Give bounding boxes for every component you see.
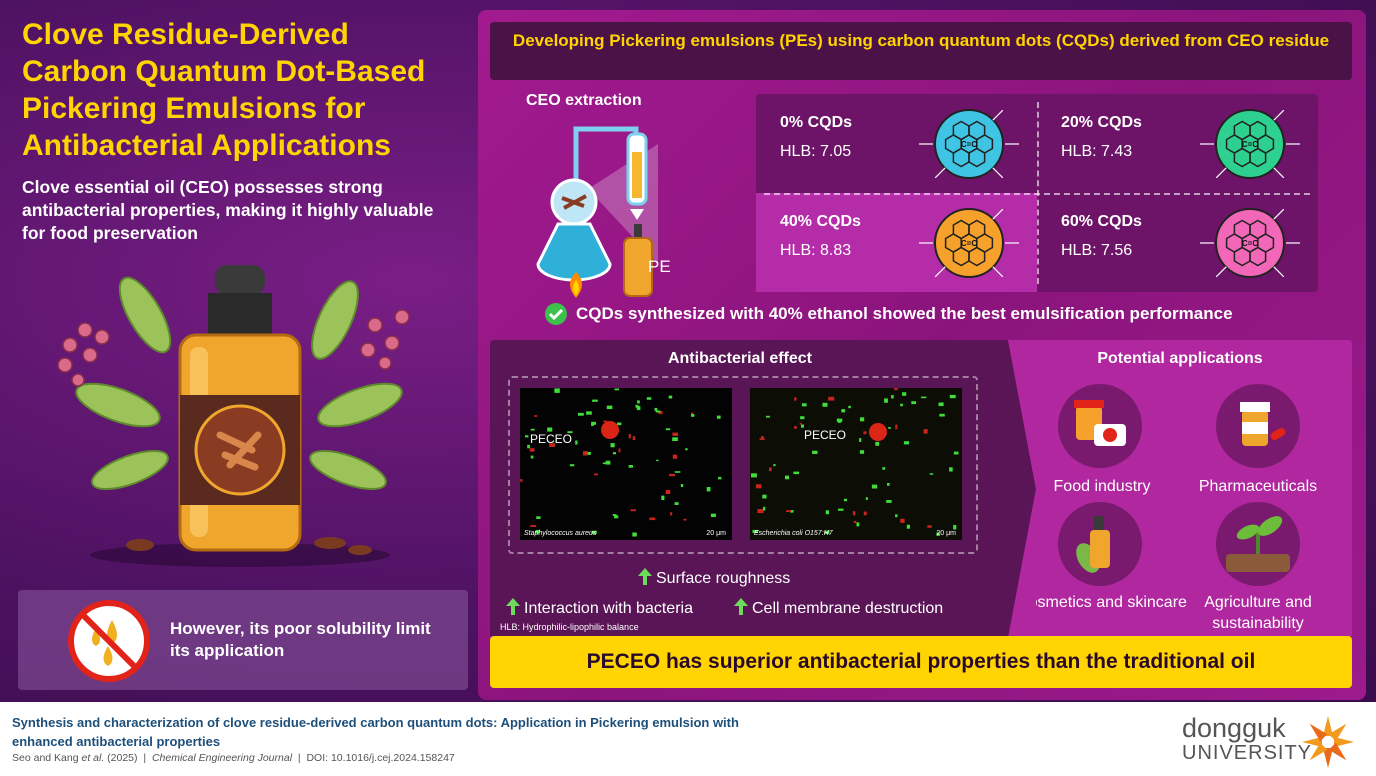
hlb-footnote: HLB: Hydrophilic-lipophilic balance [500, 622, 639, 632]
peceo-label: PECEO [530, 432, 573, 446]
application-label: Agriculture and sustainability [1204, 594, 1312, 632]
distillation-apparatus-icon [536, 126, 658, 298]
dropper-bottle-icon [1076, 516, 1110, 573]
citation: Seo and Kang et al. (2025) | Chemical En… [12, 752, 455, 764]
citation-etal: et al. [81, 752, 105, 764]
medicine-bottle-icon [1240, 402, 1286, 446]
antibacterial-title: Antibacterial effect [667, 350, 813, 367]
cqd-core-label: C=C [961, 140, 977, 149]
species-label: Escherichia coli O157:H7 [754, 530, 833, 537]
fluorescent-cells-icon [520, 388, 722, 537]
citation-journal: Chemical Engineering Journal [151, 752, 293, 764]
sprout-icon [1226, 516, 1290, 572]
up-arrow-icon [734, 598, 748, 615]
citation-authors: Seo and Kang [12, 752, 79, 764]
scale-label: 20 μm [936, 530, 956, 537]
peceo-label: PECEO [804, 428, 847, 442]
cqd-hlb: HLB: 7.43 [1061, 143, 1133, 160]
cqd-hlb: HLB: 7.56 [1061, 242, 1133, 259]
clove-oil-bottle-illustration [57, 265, 410, 567]
cqd-name: 20% CQDs [1061, 114, 1142, 131]
up-arrow-icon [506, 598, 520, 615]
effect-text: Surface roughness [656, 570, 791, 587]
antibacterial-section: Antibacterial effect PECEO Staphylococcu… [490, 340, 1008, 638]
effect-interaction: Interaction with bacteria [506, 598, 693, 618]
brand-name: dongguk [1182, 713, 1286, 743]
cqd-core-label: C=C [1242, 140, 1258, 149]
cqd-card-40: 40% CQDs HLB: 8.83 C=C [756, 193, 1037, 292]
cqd-molecule-icon: C=C [1200, 208, 1300, 278]
species-label: Staphylococcus aureus [524, 530, 597, 537]
right-panel: Developing Pickering emulsions (PEs) usi… [478, 10, 1366, 700]
citation-year: (2025) [107, 752, 138, 764]
cqd-molecule-icon: C=C [919, 109, 1019, 179]
pharmaceuticals-icon [1216, 384, 1300, 468]
best-result-text: CQDs synthesized with 40% ethanol showed… [576, 304, 1233, 323]
dongguk-logo-icon [1302, 716, 1354, 768]
micrograph-e-coli: PECEO Escherichia coli O157:H7 20 μm [750, 388, 962, 540]
citation-doi: DOI: 10.1016/j.cej.2024.158247 [306, 752, 455, 764]
agriculture-icon [1216, 502, 1300, 586]
pe-label: PE [648, 257, 671, 276]
conclusion-text: PECEO has superior antibacterial propert… [586, 650, 1256, 673]
cqd-card-20: 20% CQDs HLB: 7.43 C=C [1037, 94, 1318, 193]
cqd-card-0: 0% CQDs HLB: 7.05 C=C [756, 94, 1037, 193]
effect-text: Interaction with bacteria [524, 600, 693, 617]
food-industry-icon [1058, 384, 1142, 468]
cqd-molecule-icon: C=C [1200, 109, 1300, 179]
micrograph-frame: PECEO Staphylococcus aureus 20 μm PECEO … [508, 376, 978, 554]
brand-subtitle: UNIVERSITY [1182, 742, 1313, 764]
effect-surface-roughness: Surface roughness [638, 568, 790, 588]
effect-text: Cell membrane destruction [752, 600, 944, 617]
applications-title: Potential applications [1097, 350, 1263, 367]
fluorescent-cells-icon [751, 388, 959, 536]
up-arrow-icon [638, 568, 652, 585]
citation-separator: | [143, 752, 147, 764]
cqd-hlb: HLB: 7.05 [780, 143, 852, 160]
limitation-text: However, its poor solubility limit its a… [170, 619, 431, 660]
cea-extraction-label: CEO extraction [526, 92, 642, 109]
application-label: Food industry [1053, 478, 1151, 495]
applications-section: Potential applications Food industry Pha… [1008, 340, 1352, 638]
limitation-box: However, its poor solubility limit its a… [18, 590, 468, 690]
cqd-molecule-icon: C=C [919, 208, 1019, 278]
cqd-core-label: C=C [961, 239, 977, 248]
main-title: Clove Residue-Derived Carbon Quantum Dot… [22, 18, 426, 162]
cqd-comparison-grid: 0% CQDs HLB: 7.05 C=C 20% CQDs HLB: 7.43… [756, 94, 1318, 292]
check-icon [545, 303, 567, 325]
cqd-hlb: HLB: 8.83 [780, 242, 852, 259]
grid-divider-horizontal [764, 193, 1310, 195]
application-label: Cosmetics and skincare [1017, 594, 1187, 611]
infographic-canvas: Clove Residue-Derived Carbon Quantum Dot… [0, 0, 1376, 702]
conclusion-banner: PECEO has superior antibacterial propert… [490, 636, 1352, 688]
cqd-card-60: 60% CQDs HLB: 7.56 C=C [1037, 193, 1318, 292]
food-jar-icon [1074, 400, 1126, 446]
cqd-name: 40% CQDs [780, 213, 861, 230]
cosmetics-icon [1058, 502, 1142, 586]
scale-label: 20 μm [706, 530, 726, 537]
pe-header: Developing Pickering emulsions (PEs) usi… [490, 22, 1352, 80]
chevron-divider [996, 340, 1036, 638]
pe-header-text: Developing Pickering emulsions (PEs) usi… [512, 31, 1330, 50]
application-label: Pharmaceuticals [1198, 478, 1318, 495]
university-brand: dongguk UNIVERSITY [1182, 714, 1312, 764]
micrograph-s-aureus: PECEO Staphylococcus aureus 20 μm [520, 388, 732, 540]
cqd-name: 0% CQDs [780, 114, 853, 131]
cqd-name: 60% CQDs [1061, 213, 1142, 230]
paper-title: Synthesis and characterization of clove … [12, 715, 739, 749]
no-oil-icon [68, 600, 150, 682]
footer: Synthesis and characterization of clove … [0, 702, 1376, 776]
cqd-core-label: C=C [1242, 239, 1258, 248]
intro-text: Clove essential oil (CEO) possesses stro… [22, 177, 434, 243]
effect-membrane: Cell membrane destruction [734, 598, 943, 618]
citation-separator: | [297, 752, 301, 764]
